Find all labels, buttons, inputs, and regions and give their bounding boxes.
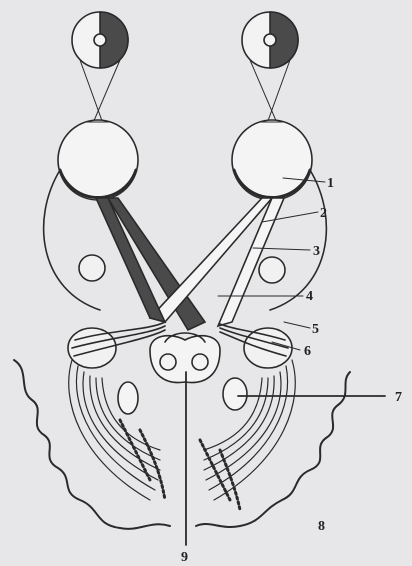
label-3: 3 xyxy=(313,244,320,259)
midbrain-structures xyxy=(118,333,247,414)
label-5: 5 xyxy=(312,322,319,337)
left-optic-radiations xyxy=(69,360,160,500)
left-visual-field xyxy=(72,12,128,68)
label-2: 2 xyxy=(320,206,327,221)
label-1: 1 xyxy=(327,176,334,191)
left-small-nucleus xyxy=(79,255,105,281)
right-eyeball xyxy=(232,120,312,200)
right-small-nucleus xyxy=(259,257,285,283)
label-6: 6 xyxy=(304,344,311,359)
label-7: 7 xyxy=(395,390,402,405)
label-4: 4 xyxy=(306,289,313,304)
label-8: 8 xyxy=(318,519,325,534)
right-lateral-geniculate xyxy=(220,324,292,368)
left-eyeball xyxy=(58,120,138,200)
optic-nerves-and-chiasm xyxy=(96,198,284,330)
left-occipital-cortex xyxy=(14,360,170,529)
right-visual-field xyxy=(242,12,298,68)
right-optic-radiations xyxy=(204,360,295,500)
label-9: 9 xyxy=(181,550,188,565)
